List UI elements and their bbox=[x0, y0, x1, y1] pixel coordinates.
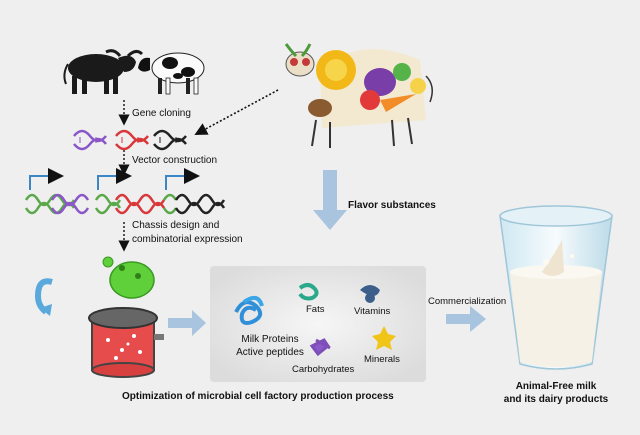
vector-construction-label: Vector construction bbox=[132, 155, 218, 166]
dna-row-1 bbox=[73, 129, 187, 151]
promoter-arrow-icon bbox=[97, 168, 132, 190]
dna-icon bbox=[153, 129, 187, 151]
promoter-arrow-icon bbox=[29, 168, 64, 190]
gene-cloning-label: Gene cloning bbox=[132, 108, 191, 119]
dna-icon bbox=[115, 129, 149, 151]
fruit-cow-icon bbox=[284, 43, 433, 148]
arrow-to-panel bbox=[168, 310, 206, 336]
active-peptides-label: Active peptides bbox=[236, 347, 304, 358]
cow-icon bbox=[138, 52, 205, 95]
commercialization-label: Commercialization bbox=[428, 296, 507, 307]
result-caption-line1: Animal-Free milk bbox=[515, 381, 597, 392]
carbohydrate-icon bbox=[309, 338, 331, 357]
vitamins-label: Vitamins bbox=[354, 306, 391, 317]
chassis-design-label: Chassis design and bbox=[132, 220, 220, 231]
carbohydrates-label: Carbohydrates bbox=[292, 364, 355, 375]
microbe-icon bbox=[102, 256, 155, 299]
fats-label: Fats bbox=[306, 304, 325, 315]
fat-icon bbox=[298, 283, 319, 301]
flavor-substances-label: Flavor substances bbox=[348, 200, 436, 211]
mineral-icon bbox=[372, 326, 396, 350]
promoter-arrow-icon bbox=[165, 168, 200, 190]
result-caption-line2: and its dairy products bbox=[503, 394, 609, 405]
dna-icon bbox=[73, 129, 107, 151]
protein-icon bbox=[234, 295, 264, 325]
arrow-down-flavor bbox=[313, 170, 347, 230]
arrow-commercialization bbox=[446, 306, 486, 332]
minerals-label: Minerals bbox=[364, 354, 400, 365]
optimization-caption: Optimization of microbial cell factory p… bbox=[122, 391, 394, 402]
bioreactor-icon bbox=[88, 307, 164, 378]
vitamin-icon bbox=[360, 285, 380, 303]
combinatorial-expression-label: combinatorial expression bbox=[132, 234, 243, 245]
buffalo-icon bbox=[63, 49, 144, 94]
milk-glass-icon bbox=[499, 205, 613, 370]
milk-proteins-label: Milk Proteins bbox=[241, 334, 299, 345]
dna-row-2 bbox=[24, 168, 226, 215]
